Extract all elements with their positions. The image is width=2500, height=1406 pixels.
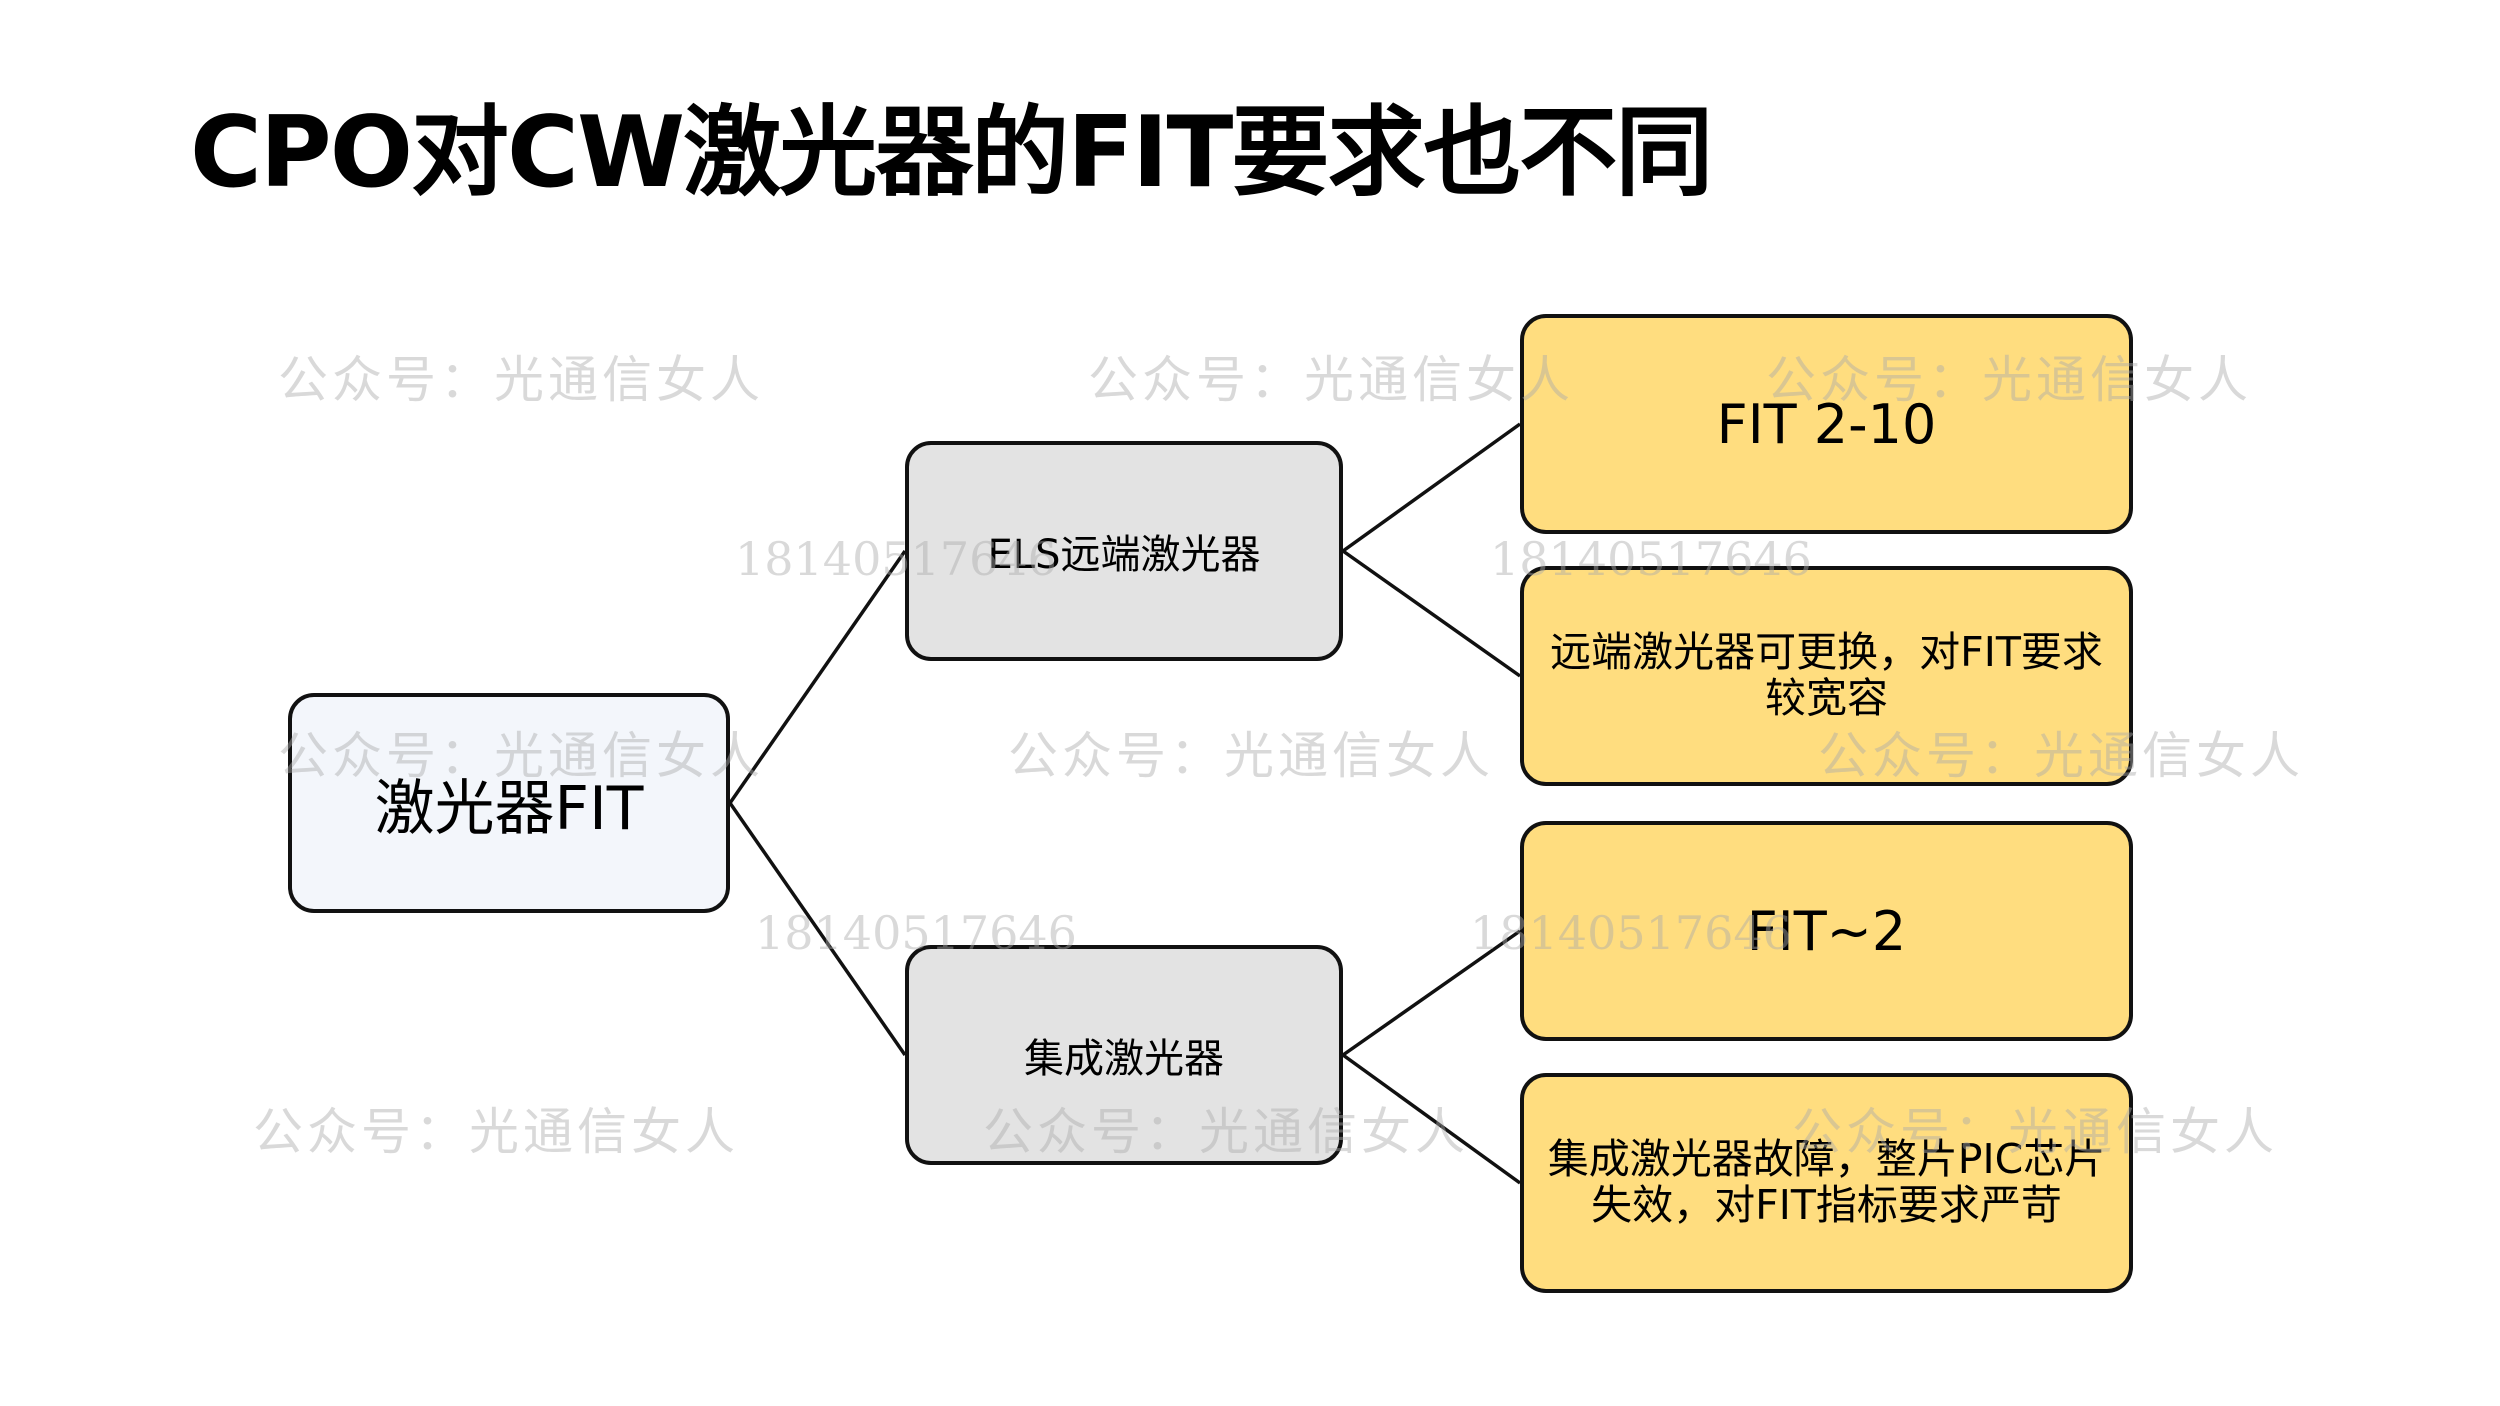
- root-node-label: 激光器FIT: [374, 773, 644, 844]
- connector-els-to-els-note: [1341, 549, 1522, 678]
- connector-integrated-to-integrated-note: [1341, 1053, 1522, 1185]
- branch-node-label: 集成激光器: [1024, 1036, 1224, 1082]
- leaf-node-label: 集成激光器故障，整片PIC芯片失效，对FIT指标要求严苛: [1547, 1135, 2106, 1229]
- branch-node-label: ELS远端激光器: [987, 532, 1261, 578]
- connector-els-to-fit-range: [1341, 422, 1522, 553]
- leaf-node-label: 远端激光器可更换，对FIT要求较宽容: [1550, 628, 2103, 722]
- connector-root-to-integrated: [728, 802, 907, 1056]
- connector-integrated-to-fit-value: [1341, 929, 1522, 1057]
- leaf-node-integrated-fit-value: FIT~2: [1520, 821, 2133, 1041]
- branch-node-integrated-laser: 集成激光器: [905, 945, 1343, 1165]
- leaf-node-els-note: 远端激光器可更换，对FIT要求较宽容: [1520, 566, 2133, 786]
- connector-root-to-els: [728, 550, 907, 804]
- page-title: CPO对CW激光器的FIT要求也不同: [190, 96, 1713, 210]
- branch-node-els-remote-laser: ELS远端激光器: [905, 441, 1343, 661]
- leaf-node-label: FIT~2: [1746, 899, 1907, 963]
- leaf-node-label: FIT 2-10: [1716, 392, 1937, 456]
- leaf-node-integrated-note: 集成激光器故障，整片PIC芯片失效，对FIT指标要求严苛: [1520, 1073, 2133, 1293]
- leaf-node-els-fit-range: FIT 2-10: [1520, 314, 2133, 534]
- root-node-laser-fit: 激光器FIT: [288, 693, 730, 913]
